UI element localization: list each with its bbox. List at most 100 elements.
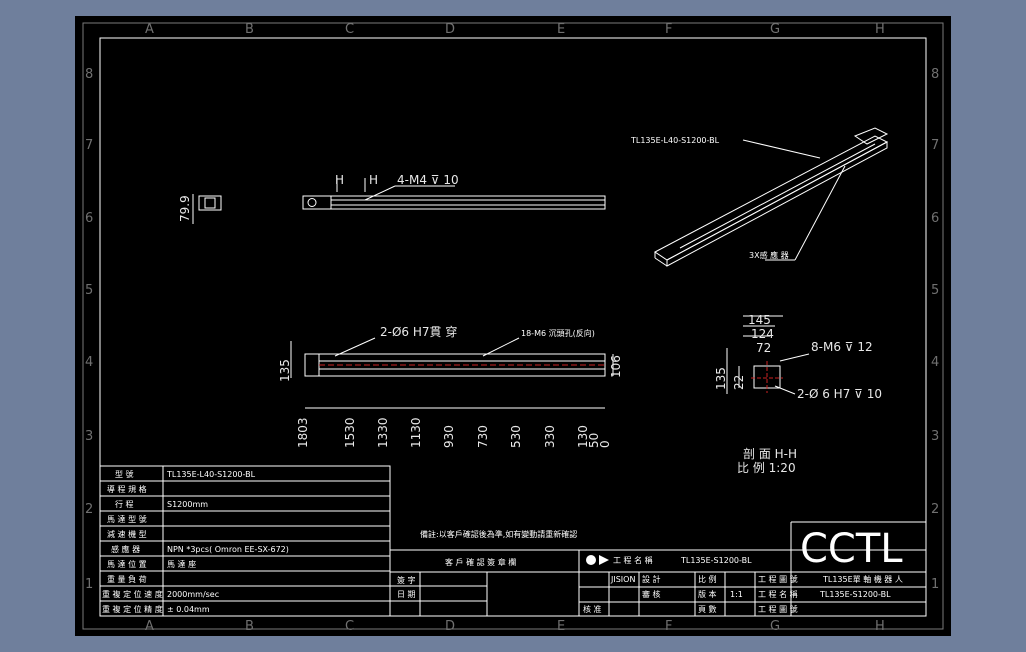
front-view: H H 4-M4 ⊽ 10 xyxy=(302,173,606,210)
title-block xyxy=(389,521,927,617)
drawing-sheet: A B C D E F G H A B C D E F G H 8 7 6 5 … xyxy=(75,16,951,636)
pin-holes-callout: 2-Ø6 H7貫 穿 xyxy=(380,324,457,339)
spec-value: 2000mm/sec xyxy=(167,590,219,599)
grid-labels-right: 8 7 6 5 4 3 2 1 xyxy=(931,67,939,592)
title-model: TL135E-S1200-BL xyxy=(680,556,752,565)
iso-model-callout: TL135E-L40-S1200-BL xyxy=(630,136,720,145)
pos-dim-4: 930 xyxy=(442,425,456,448)
grid-col-g-bottom: G xyxy=(770,619,780,634)
grid-row-7-right: 7 xyxy=(931,138,939,153)
grid-labels-bottom: A B C D E F G H xyxy=(145,619,885,634)
grid-col-f: F xyxy=(665,22,672,37)
grid-row-5-right: 5 xyxy=(931,283,939,298)
customer-confirm-label: 客 戶 確 認 簽 章 欄 xyxy=(445,557,516,567)
front-h-label-1: H xyxy=(335,173,344,187)
tb-cell: 工 程 圖 號 xyxy=(758,574,798,584)
grid-row-8: 8 xyxy=(85,67,93,82)
tb-cell: 核 准 xyxy=(583,604,602,614)
pos-dim-6: 530 xyxy=(509,425,523,448)
spec-value: ± 0.04mm xyxy=(167,605,210,614)
front-h-label-2: H xyxy=(369,173,378,187)
grid-row-5: 5 xyxy=(85,283,93,298)
section-view: 145 124 72 22 135 8-M6 ⊽ 12 2-Ø 6 H7 ⊽ 1… xyxy=(714,313,882,475)
grid-col-b: B xyxy=(245,22,254,37)
tb-cell: 頁 數 xyxy=(698,604,717,614)
sign-label: 簽 字 xyxy=(397,575,416,585)
grid-col-d-bottom: D xyxy=(445,619,455,634)
units-label: JISION xyxy=(610,575,635,584)
grid-col-a-bottom: A xyxy=(145,619,154,634)
top-width-dim: 106 xyxy=(609,355,623,378)
side-view: 79.9 xyxy=(178,194,222,224)
company-logo: CCTL xyxy=(800,526,903,572)
tb-cell: 設 計 xyxy=(642,574,661,584)
front-holes-callout: 4-M4 ⊽ 10 xyxy=(397,173,459,187)
grid-row-4: 4 xyxy=(85,355,93,370)
pos-dim-0: 1803 xyxy=(296,417,310,448)
section-title: 剖 面 H-H xyxy=(743,447,797,461)
spec-label: 減 速 機 型 xyxy=(107,529,147,539)
grid-col-e-bottom: E xyxy=(557,619,565,634)
pos-dim-3: 1130 xyxy=(409,417,423,448)
pos-dim-8: 130 xyxy=(576,425,590,448)
section-dim-124: 124 xyxy=(751,327,774,341)
part-number: TL135E-S1200-BL xyxy=(819,590,891,599)
top-view: 135 106 2-Ø6 H7貫 穿 18-M6 沉頭孔(反向) xyxy=(278,324,623,409)
spec-label: 重 量 負 荷 xyxy=(107,574,147,584)
section-dim-22: 22 xyxy=(732,375,746,390)
outer-border xyxy=(82,22,944,630)
tb-cell: 工 程 名 稱 xyxy=(758,589,798,599)
counterbore-callout: 18-M6 沉頭孔(反向) xyxy=(521,328,595,338)
grid-col-h-bottom: H xyxy=(875,619,885,634)
tb-cell: 審 核 xyxy=(642,589,661,599)
spec-label: 馬 達 位 置 xyxy=(107,559,147,569)
grid-row-6: 6 xyxy=(85,211,93,226)
tb-cell: 1:1 xyxy=(730,590,743,599)
title-block-text: 備註:以客戶確認後為準,如有變動請重新確認 客 戶 確 認 簽 章 欄 簽 字 … xyxy=(397,526,903,614)
grid-col-d: D xyxy=(445,22,455,37)
top-view-position-dims: 1803 1530 1330 1130 930 730 530 330 130 … xyxy=(296,417,612,448)
grid-col-g: G xyxy=(770,22,780,37)
grid-row-3: 3 xyxy=(85,429,93,444)
spec-label: 導 程 規 格 xyxy=(107,484,147,494)
drawing-no-label: 工 程 名 稱 xyxy=(613,555,653,565)
tb-cell: 版 本 xyxy=(698,589,717,599)
spec-value: S1200mm xyxy=(167,500,208,509)
grid-row-7: 7 xyxy=(85,138,93,153)
grid-row-1-right: 1 xyxy=(931,577,939,592)
iso-sensor-callout: 3X感 應 器 xyxy=(749,250,789,260)
grid-col-a: A xyxy=(145,22,154,37)
projection-symbol-icon xyxy=(586,555,596,565)
grid-row-1: 1 xyxy=(85,577,93,592)
drawing-note: 備註:以客戶確認後為準,如有變動請重新確認 xyxy=(420,529,577,539)
spec-value: 馬 達 座 xyxy=(167,559,196,569)
grid-row-6-right: 6 xyxy=(931,211,939,226)
spec-label: 馬 達 型 號 xyxy=(107,514,147,524)
section-m6-callout: 8-M6 ⊽ 12 xyxy=(811,340,873,354)
section-pin-callout: 2-Ø 6 H7 ⊽ 10 xyxy=(797,387,882,401)
pos-dim-5: 730 xyxy=(476,425,490,448)
grid-col-h: H xyxy=(875,22,885,37)
grid-col-c: C xyxy=(345,22,354,37)
section-scale: 比 例 1:20 xyxy=(737,461,796,475)
spec-value: NPN *3pcs( Omron EE-SX-672) xyxy=(167,545,289,554)
spec-label: 行 程 xyxy=(115,499,134,509)
tb-cell: 比 例 xyxy=(698,574,717,584)
spec-value: TL135E-L40-S1200-BL xyxy=(166,470,256,479)
pos-dim-9: 50 xyxy=(587,433,601,448)
grid-row-2: 2 xyxy=(85,502,93,517)
top-height-dim: 135 xyxy=(278,359,292,382)
grid-row-4-right: 4 xyxy=(931,355,939,370)
product-name: TL135E單 軸 機 器 人 xyxy=(822,574,903,584)
spec-label: 感 應 器 xyxy=(111,544,140,554)
grid-col-e: E xyxy=(557,22,565,37)
isometric-view: TL135E-L40-S1200-BL 3X感 應 器 xyxy=(630,127,889,267)
spec-table xyxy=(99,465,391,617)
grid-col-f-bottom: F xyxy=(665,619,672,634)
spec-label: 重 複 定 位 速 度 xyxy=(102,589,163,599)
section-dim-145: 145 xyxy=(748,313,771,327)
spec-label: 型 號 xyxy=(115,469,134,479)
pos-dim-10: 0 xyxy=(598,440,612,448)
side-height-dim: 79.9 xyxy=(178,195,192,222)
projection-cone-icon xyxy=(599,555,609,565)
